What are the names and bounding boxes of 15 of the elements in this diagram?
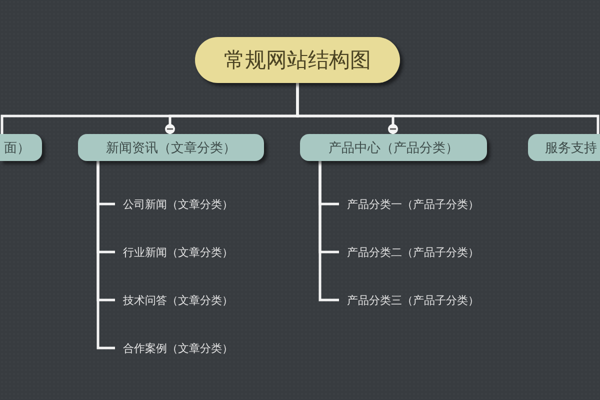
subcategory-label: 产品分类一（产品子分类） <box>347 196 487 212</box>
subcategory-label: 技术问答（文章分类） <box>123 292 243 308</box>
category-box: 产品中心（产品分类） <box>300 134 487 161</box>
subcategory-label: 产品分类二（产品子分类） <box>347 244 487 260</box>
connector-line <box>296 83 600 134</box>
title-box: 常规网站结构图 <box>195 37 400 83</box>
subcategory-label: 产品分类三（产品子分类） <box>347 292 487 308</box>
connector-line <box>96 161 115 350</box>
category-box: 面） <box>0 134 42 161</box>
category-box: 新闻资讯（文章分类） <box>78 134 264 161</box>
subcategory-label: 公司新闻（文章分类） <box>123 196 243 212</box>
category-box: 服务支持 <box>528 134 600 161</box>
subcategory-label: 合作案例（文章分类） <box>123 340 243 356</box>
connector-line <box>318 161 339 302</box>
subcategory-label: 行业新闻（文章分类） <box>123 244 243 260</box>
